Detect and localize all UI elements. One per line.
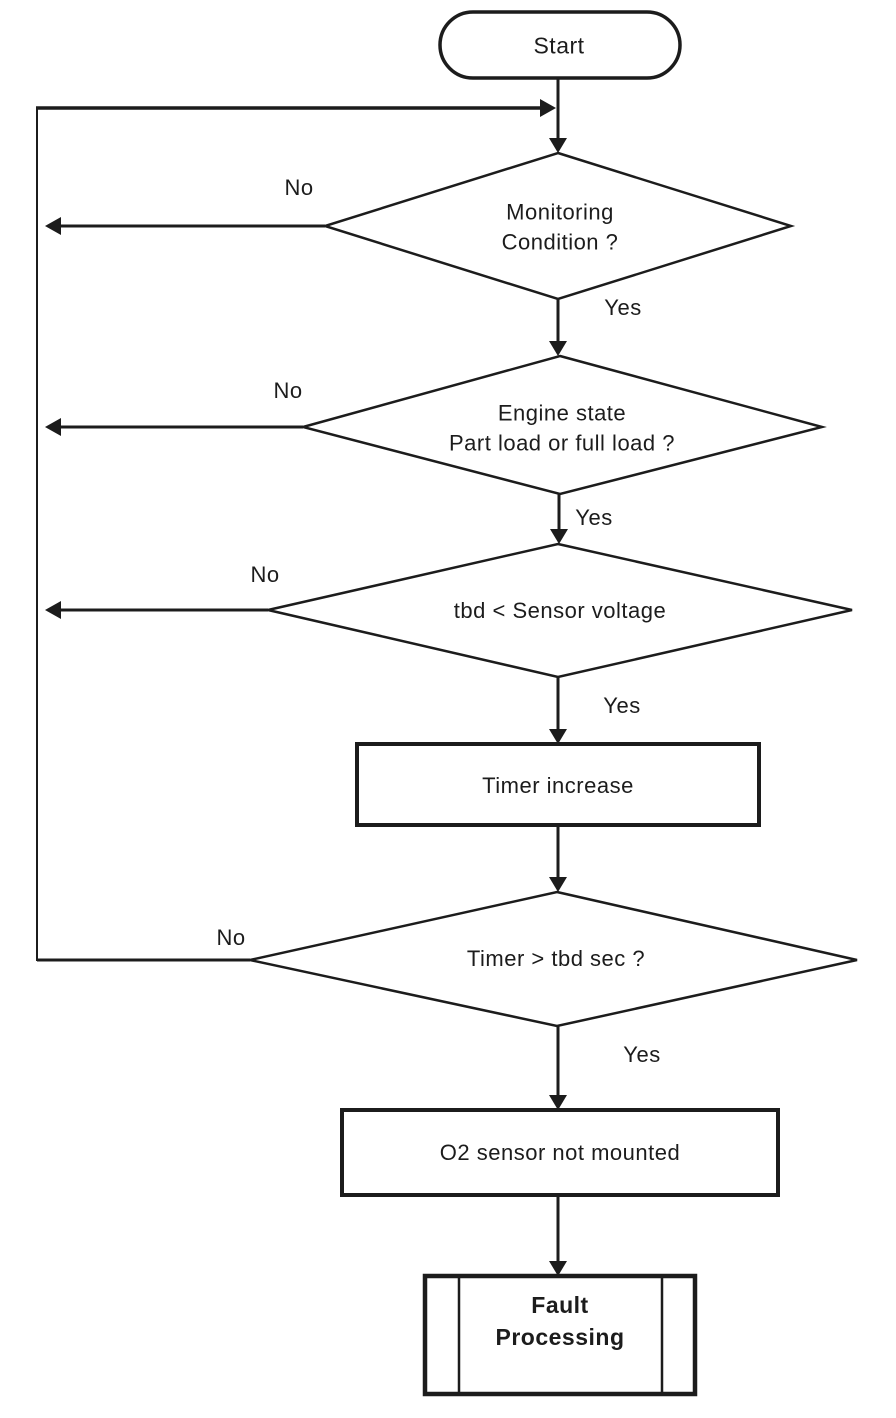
yes-label-2: Yes bbox=[575, 505, 613, 530]
no-label-3: No bbox=[250, 562, 280, 587]
no-branch-arrowhead-2 bbox=[45, 418, 61, 436]
no-branch-line-3 bbox=[45, 601, 268, 619]
no-label-4: No bbox=[216, 925, 246, 950]
process-timer-increase-shape bbox=[355, 742, 761, 827]
no-label-2: No bbox=[273, 378, 303, 403]
spine-connectors bbox=[549, 79, 568, 1276]
process-timer-increase-label: Timer increase bbox=[482, 773, 634, 799]
no-branch-arrowhead-1 bbox=[45, 217, 61, 235]
decision-timer-label: Timer > tbd sec ? bbox=[466, 946, 646, 972]
process-o2-sensor-shape bbox=[340, 1108, 780, 1197]
yes-label-3: Yes bbox=[603, 693, 641, 718]
yes-label-4: Yes bbox=[623, 1042, 661, 1067]
no-branch-line-2 bbox=[45, 418, 303, 436]
decision-engine-state-label: Engine state Part load or full load ? bbox=[448, 400, 676, 455]
no-label-1: No bbox=[284, 175, 314, 200]
no-branch-line-1 bbox=[45, 217, 325, 235]
start-label: Start bbox=[533, 32, 585, 59]
fault-processing-label: Fault Processing bbox=[495, 1291, 625, 1350]
decision-engine-state-shape bbox=[298, 354, 827, 496]
no-branch-arrowhead-3 bbox=[45, 601, 61, 619]
decision-sensor-voltage-label: tbd < Sensor voltage bbox=[453, 598, 667, 624]
decision-timer-shape bbox=[249, 890, 858, 1028]
predefined-process-fault-shape bbox=[422, 1273, 698, 1397]
decision-sensor-voltage-shape bbox=[267, 542, 853, 679]
start-terminator-shape bbox=[438, 10, 682, 80]
decision-monitoring-shape bbox=[320, 151, 796, 301]
yes-label-1: Yes bbox=[604, 295, 642, 320]
decision-monitoring-label: Monitoring Condition ? bbox=[501, 199, 619, 254]
loop-rejoin-arrowhead bbox=[540, 99, 556, 117]
loop-back-line bbox=[36, 99, 556, 962]
process-o2-sensor-label: O2 sensor not mounted bbox=[439, 1140, 681, 1166]
